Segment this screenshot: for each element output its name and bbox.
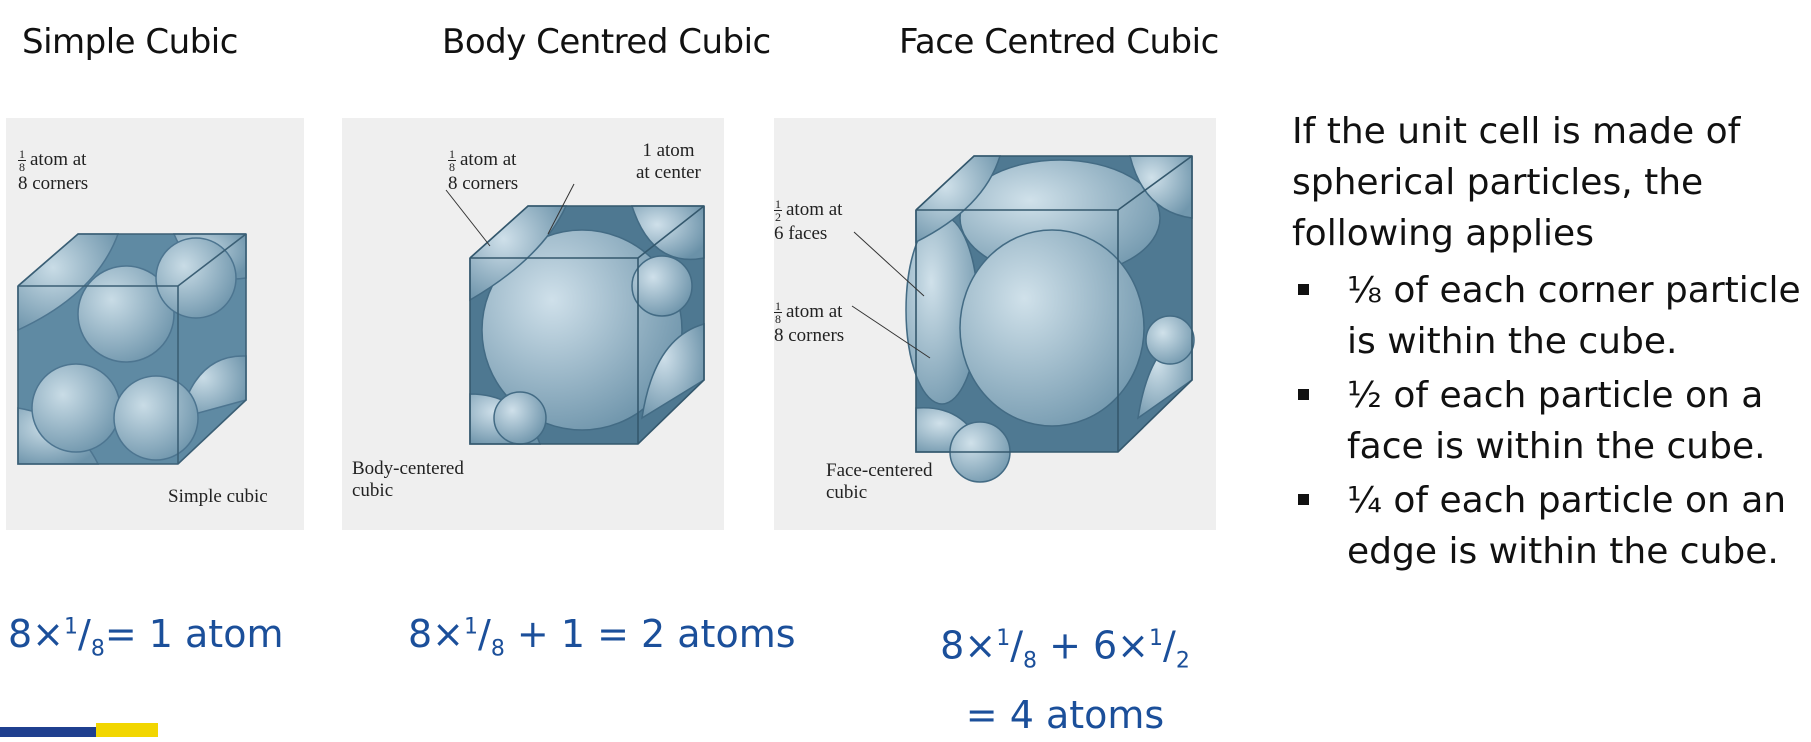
fcc-figure — [774, 118, 1216, 530]
fcc-formula: 8×1/8 + 6×1/2 = 4 atoms — [900, 612, 1230, 742]
list-item: ¼ of each particle on an edge is within … — [1292, 475, 1802, 577]
list-item: ⅛ of each corner particle is within the … — [1292, 265, 1802, 367]
logo-fragment — [0, 723, 158, 737]
bullet-icon — [1298, 494, 1309, 505]
list-item: ½ of each particle on a face is within t… — [1292, 370, 1802, 472]
fcc-formula-line2: = 4 atoms — [965, 693, 1165, 738]
simple-formula: 8×1/8= 1 atom — [8, 612, 284, 662]
explanation-intro: If the unit cell is made of spherical pa… — [1292, 111, 1741, 254]
bcc-illustration — [445, 183, 705, 445]
bcc-title: Body Centred Cubic — [442, 22, 771, 62]
explanation-text: If the unit cell is made of spherical pa… — [1292, 106, 1802, 580]
bullet-icon — [1298, 284, 1309, 295]
fcc-illustration — [851, 155, 1195, 483]
simple-cubic-caption: Simple cubic — [168, 486, 268, 507]
explanation-list: ⅛ of each corner particle is within the … — [1292, 265, 1802, 577]
simple-cubic-figure — [6, 118, 304, 530]
bcc-figure — [342, 118, 724, 530]
simple-cubic-illustration — [17, 233, 247, 465]
bullet-icon — [1298, 389, 1309, 400]
simple-cubic-title: Simple Cubic — [22, 22, 238, 62]
bcc-formula: 8×1/8 + 1 = 2 atoms — [408, 612, 796, 662]
fcc-title: Face Centred Cubic — [899, 22, 1219, 62]
fcc-formula-line1: 8×1/8 + 6×1/2 — [940, 623, 1190, 674]
